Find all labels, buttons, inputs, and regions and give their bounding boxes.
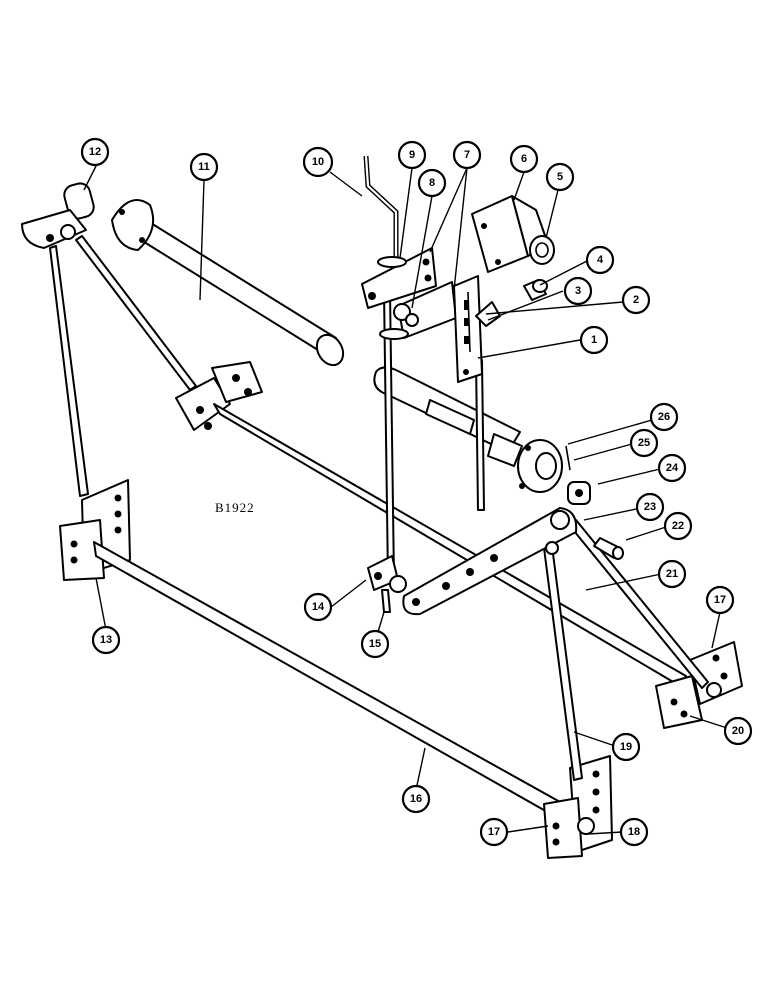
svg-text:8: 8 <box>429 177 435 189</box>
clevis-14 <box>367 555 407 613</box>
svg-text:17: 17 <box>714 594 726 606</box>
callout-6: 6 <box>509 144 539 174</box>
svg-text:22: 22 <box>672 520 684 532</box>
drawing: B1922 <box>21 155 743 859</box>
svg-text:23: 23 <box>644 501 656 513</box>
tube-11 <box>111 199 345 367</box>
svg-text:24: 24 <box>666 462 679 474</box>
svg-text:2: 2 <box>633 294 639 306</box>
callout-13: 13 <box>91 625 121 655</box>
svg-text:4: 4 <box>597 254 604 266</box>
lift-arm <box>402 507 578 616</box>
svg-text:14: 14 <box>312 601 325 613</box>
svg-text:15: 15 <box>369 638 381 650</box>
callout-24: 24 <box>657 453 687 483</box>
callout-17-right: 17 <box>705 585 735 615</box>
callout-9: 9 <box>397 140 427 170</box>
callout-23: 23 <box>635 492 665 522</box>
callout-15: 15 <box>360 629 390 659</box>
callout-11: 11 <box>189 152 219 182</box>
callout-4: 4 <box>585 245 615 275</box>
plate-1 <box>453 275 501 383</box>
svg-text:13: 13 <box>100 634 112 646</box>
svg-text:26: 26 <box>658 411 670 423</box>
callout-20: 20 <box>723 716 753 746</box>
bracket-13 <box>59 479 131 581</box>
svg-text:18: 18 <box>628 826 640 838</box>
pin-22 <box>593 537 624 560</box>
svg-text:6: 6 <box>521 153 527 165</box>
svg-text:17: 17 <box>488 826 500 838</box>
svg-text:7: 7 <box>464 149 470 161</box>
svg-text:19: 19 <box>620 741 632 753</box>
callout-7: 7 <box>452 140 482 170</box>
callout-14: 14 <box>303 592 333 622</box>
callout-17-lower: 17 <box>479 817 509 847</box>
callout-16: 16 <box>401 784 431 814</box>
svg-text:16: 16 <box>410 793 422 805</box>
svg-text:9: 9 <box>409 149 415 161</box>
callout-2: 2 <box>621 285 651 315</box>
svg-text:5: 5 <box>557 171 563 183</box>
callout-1: 1 <box>579 325 609 355</box>
callout-10: 10 <box>302 146 334 178</box>
plate-6 <box>471 195 555 273</box>
callout-12: 12 <box>80 137 110 167</box>
callout-8: 8 <box>417 168 447 198</box>
figure-code: B1922 <box>215 500 255 515</box>
svg-text:21: 21 <box>666 568 678 580</box>
callouts: 1 2 3 4 5 6 7 8 9 10 11 12 13 14 15 16 1… <box>80 137 753 847</box>
svg-text:25: 25 <box>638 437 650 449</box>
callout-18: 18 <box>619 817 649 847</box>
svg-text:12: 12 <box>89 146 101 158</box>
bracket-17-20 <box>655 641 743 729</box>
callout-3: 3 <box>563 276 593 306</box>
crank-12 <box>21 182 95 249</box>
callout-5: 5 <box>545 162 575 192</box>
callout-26: 26 <box>649 402 679 432</box>
bracket-17-18 <box>543 755 613 859</box>
shaft-center <box>373 366 591 505</box>
bracket-7 <box>361 247 457 340</box>
callout-22: 22 <box>663 511 693 541</box>
callout-21: 21 <box>657 559 687 589</box>
svg-text:10: 10 <box>312 156 324 168</box>
callout-19: 19 <box>611 732 641 762</box>
svg-text:20: 20 <box>732 725 744 737</box>
svg-text:11: 11 <box>198 161 210 173</box>
callout-25: 25 <box>629 428 659 458</box>
svg-text:3: 3 <box>575 285 581 297</box>
svg-text:1: 1 <box>591 334 597 346</box>
bracket-upper <box>175 361 263 431</box>
